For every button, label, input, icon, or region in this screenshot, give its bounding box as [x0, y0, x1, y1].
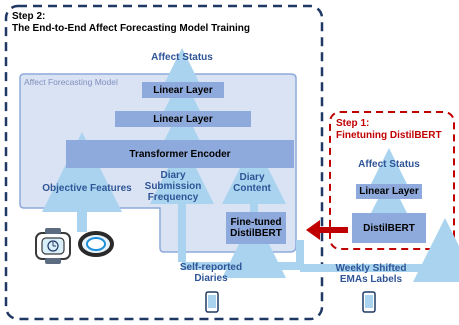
objective-features-label: Objective Features	[42, 183, 132, 194]
phone-icon	[362, 291, 376, 313]
step1-affect-status-label: Affect Status	[358, 159, 420, 170]
phone-icon	[205, 291, 219, 313]
transfer-arrow-head	[306, 220, 320, 240]
weekly-labels-label: Weekly Shifted EMAs Labels	[335, 263, 407, 285]
step1-linear-layer: Linear Layer	[356, 184, 422, 199]
affect-status-label: Affect Status	[151, 52, 213, 63]
step2-frame	[4, 4, 324, 321]
transformer-encoder: Transformer Encoder	[66, 140, 294, 168]
step2-title-line2: The End-to-End Affect Forecasting Model …	[12, 23, 250, 34]
step2-title-line1: Step 2:	[12, 11, 46, 22]
linear-layer-mid: Linear Layer	[115, 111, 251, 127]
linear-layer-top: Linear Layer	[142, 82, 224, 98]
model-panel-label: Affect Forecasting Model	[24, 77, 118, 87]
diary-content-label: Diary Content	[233, 172, 271, 194]
distilbert: DistilBERT	[352, 213, 426, 243]
step1-frame	[329, 111, 455, 250]
diary-frequency-label: Diary Submission Frequency	[144, 170, 202, 203]
step1-title-line1: Step 1:	[336, 118, 370, 129]
step1-title-line2: Finetuning DistilBERT	[336, 130, 442, 141]
finetuned-distilbert: Fine-tuned DistilBERT	[226, 212, 286, 244]
step2-title: Step 2: The End-to-End Affect Forecastin…	[12, 11, 312, 35]
smartwatch-icon	[35, 228, 71, 264]
step1-title: Step 1: Finetuning DistilBERT	[336, 118, 454, 142]
ring-icon	[78, 231, 114, 257]
self-reported-diaries-label: Self-reported Diaries	[179, 262, 243, 284]
